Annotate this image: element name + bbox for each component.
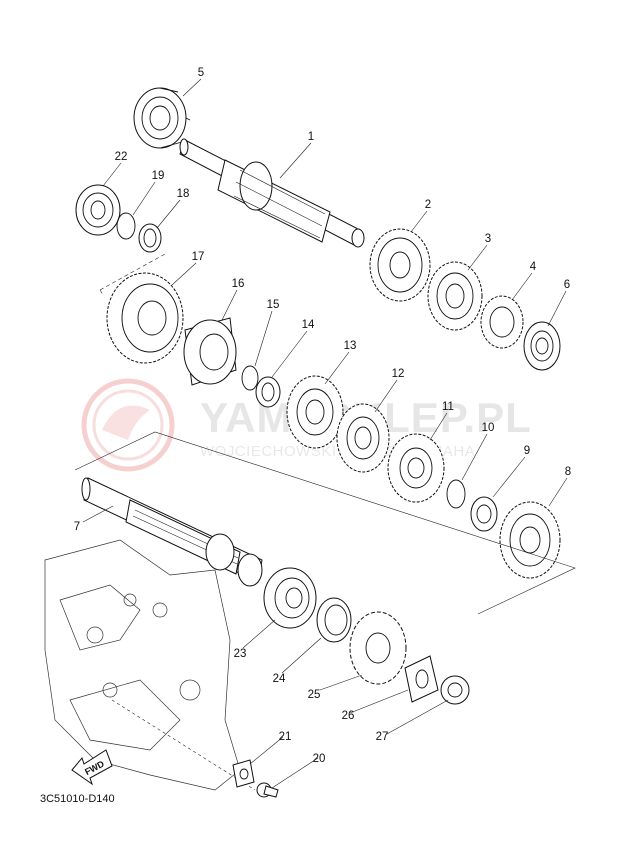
part-labels: 5 1 22 19 18 2 3 4 6 17 16 15 14 13 12 1…	[74, 67, 571, 765]
part-label-25: 25	[308, 689, 321, 701]
part-2-gear	[369, 228, 431, 302]
part-10-circlip	[446, 479, 466, 509]
part-label-16: 16	[232, 278, 245, 290]
part-8-gear	[499, 501, 561, 579]
diagram-code: 3C51010-D140	[40, 793, 115, 805]
part-13-gear	[286, 375, 344, 449]
part-1-main-axle	[179, 138, 365, 248]
part-4-gear	[480, 295, 524, 349]
leader-lines	[82, 78, 568, 789]
part-15-circlip	[241, 365, 259, 391]
part-24-oil-seal	[316, 597, 352, 643]
part-label-26: 26	[342, 710, 355, 722]
part-label-2: 2	[425, 199, 431, 211]
part-label-12: 12	[392, 368, 405, 380]
part-3-gear	[427, 261, 483, 331]
part-9-washer	[470, 496, 498, 532]
part-label-11: 11	[442, 401, 454, 413]
part-label-14: 14	[302, 319, 315, 331]
part-label-9: 9	[524, 445, 530, 457]
part-27-nut	[440, 675, 470, 705]
part-label-27: 27	[376, 731, 389, 743]
part-label-21: 21	[279, 731, 292, 743]
part-20-screw	[256, 782, 279, 798]
part-19-circlip	[116, 212, 136, 240]
part-label-15: 15	[267, 299, 280, 311]
part-5-bearing	[133, 87, 191, 149]
part-label-5: 5	[198, 67, 204, 79]
part-label-7: 7	[74, 521, 80, 533]
part-17-gear	[106, 272, 184, 364]
part-16-gear	[183, 317, 237, 386]
part-label-19: 19	[152, 170, 165, 182]
crankcase-outline	[44, 539, 256, 791]
part-11-gear	[387, 433, 445, 503]
part-26-lock-washer	[404, 655, 439, 703]
part-label-20: 20	[313, 753, 326, 765]
part-21-plate	[232, 759, 255, 788]
part-25-sprocket	[349, 611, 407, 685]
part-12-gear	[336, 403, 390, 473]
part-14-washer	[255, 376, 281, 408]
part-label-3: 3	[485, 233, 491, 245]
part-18-washer	[138, 223, 162, 253]
part-label-22: 22	[115, 151, 128, 163]
part-label-10: 10	[482, 422, 495, 434]
part-22-bearing	[75, 184, 121, 236]
part-label-1: 1	[308, 131, 314, 143]
watermark-logo-icon	[81, 378, 175, 472]
part-label-23: 23	[234, 648, 247, 660]
part-7-drive-axle	[81, 477, 263, 587]
part-label-6: 6	[564, 279, 570, 291]
part-label-17: 17	[192, 251, 205, 263]
part-23-bearing	[263, 567, 317, 629]
fwd-arrow-icon: FWD	[71, 749, 113, 786]
part-6-bearing	[523, 321, 561, 371]
part-label-4: 4	[530, 261, 537, 273]
part-label-18: 18	[177, 188, 190, 200]
part-label-13: 13	[344, 340, 357, 352]
part-label-8: 8	[565, 466, 571, 478]
part-label-24: 24	[273, 673, 286, 685]
